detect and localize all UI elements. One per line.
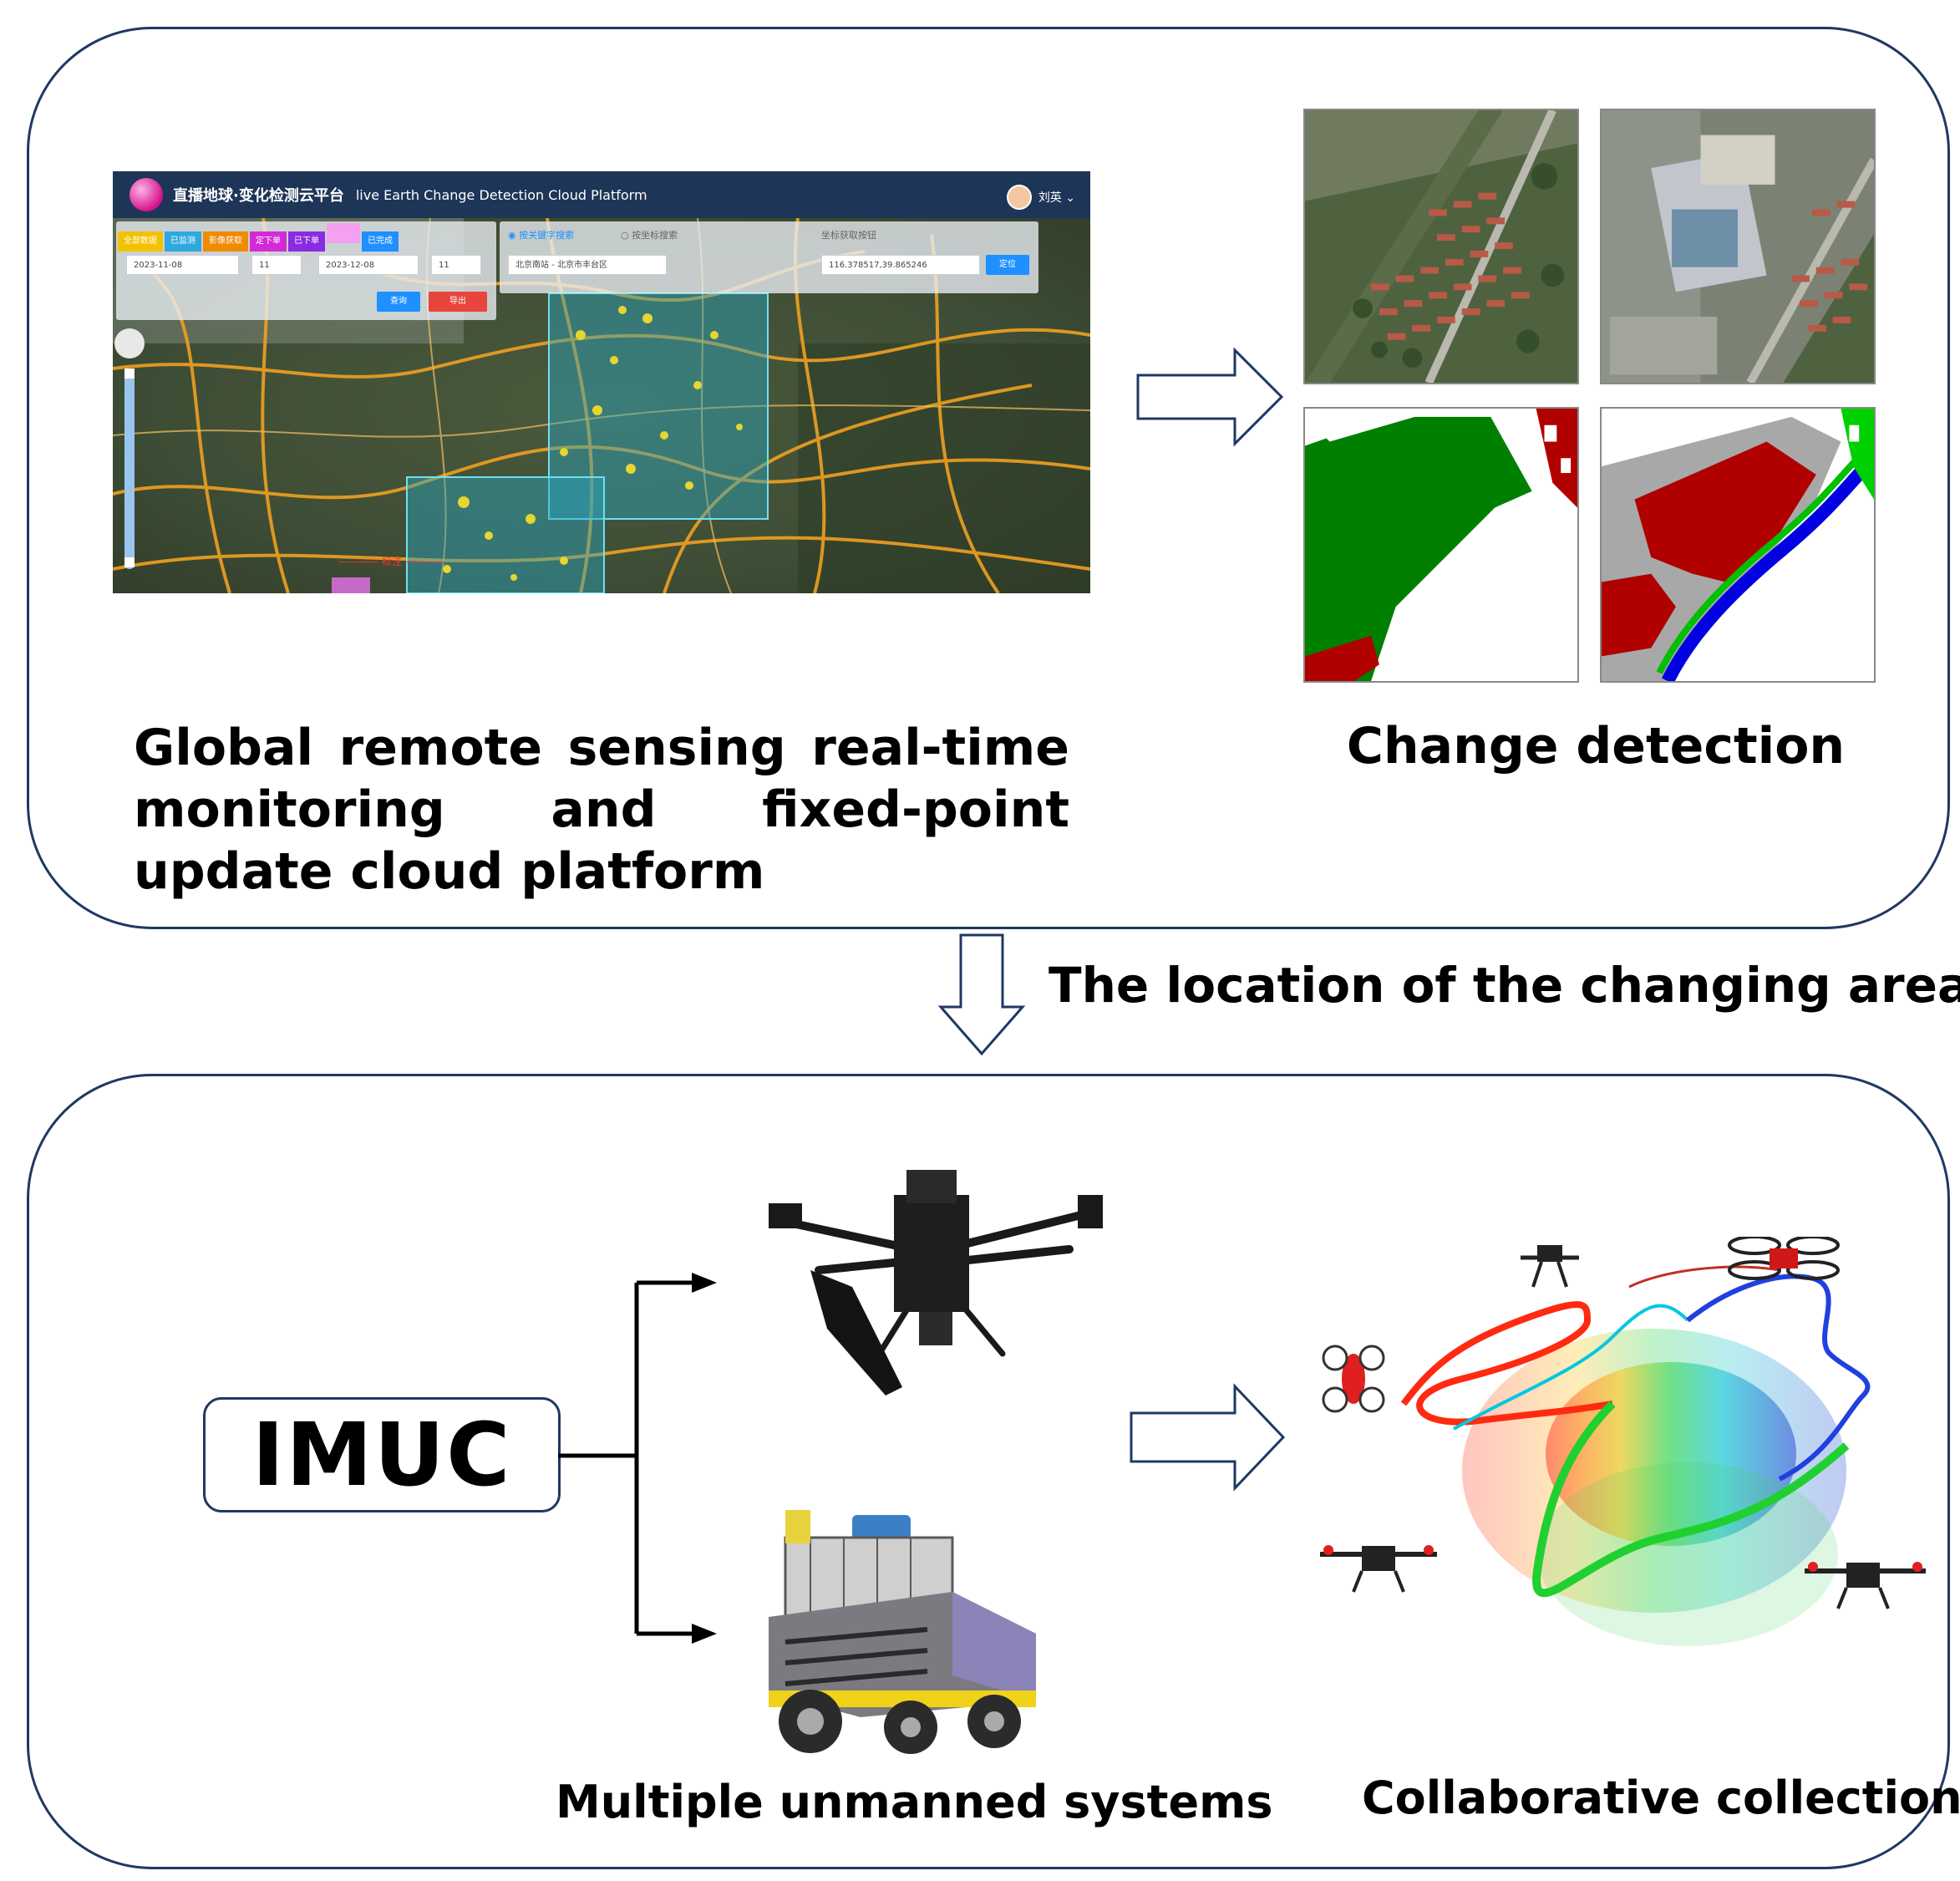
filter-panel: 全部数据已监测影像获取定下单已下单 已完成 2023-11-08 11 2023-…: [116, 221, 496, 320]
status-chip[interactable]: 已完成: [362, 231, 399, 252]
imuc-box: IMUC: [203, 1397, 561, 1512]
status-chip-row: 全部数据已监测影像获取定下单已下单 已完成: [118, 223, 400, 252]
coordinate-input[interactable]: 116.378517,39.865246: [821, 255, 980, 275]
export-button[interactable]: 导出: [429, 292, 487, 312]
platform-title-cn: 直播地球·变化检测云平台: [173, 187, 344, 205]
change-mask-after: [1600, 407, 1876, 683]
collaborative-collection-caption: Collaborative collection: [1362, 1772, 1960, 1824]
down-arrow-icon: [937, 933, 1026, 1056]
coordinate-label: 坐标获取按钮: [821, 230, 876, 241]
drone-quad-icon: [1728, 1237, 1840, 1280]
start-date-field[interactable]: 2023-11-08: [126, 255, 239, 275]
user-avatar-icon: [1006, 185, 1032, 210]
status-chip[interactable]: 全部数据: [118, 231, 163, 252]
user-name: 刘英 ⌄: [1038, 191, 1075, 205]
locate-button[interactable]: 定位: [986, 255, 1029, 275]
end-date-field[interactable]: 2023-12-08: [318, 255, 419, 275]
query-button[interactable]: 查询: [377, 292, 420, 312]
end-hour-field[interactable]: 11: [431, 255, 481, 275]
satellite-image-after: [1600, 109, 1876, 384]
drone-hexa-right-icon: [1805, 1562, 1926, 1609]
change-detection-caption: Change detection: [1346, 717, 1846, 775]
start-hour-field[interactable]: 11: [251, 255, 302, 275]
ground-robot-image: [769, 1510, 1036, 1754]
coordinate-search-radio[interactable]: ○ 按坐标搜索: [621, 230, 678, 241]
status-chip[interactable]: 已下单: [288, 231, 325, 252]
drone-red-icon: [1322, 1345, 1385, 1413]
svg-text:———— 标注 ————: ———— 标注 ————: [338, 555, 445, 567]
platform-logo-icon: [129, 178, 163, 211]
satellite-image-before: [1303, 109, 1579, 384]
status-chip[interactable]: 已监测: [165, 231, 201, 252]
platform-user-menu[interactable]: 刘英 ⌄: [1006, 185, 1075, 210]
status-chip[interactable]: 定下单: [250, 231, 287, 252]
collaborative-point-cloud: [1320, 1237, 1926, 1646]
change-location-caption: The location of the changing area: [1049, 957, 1960, 1014]
change-mask-before: [1303, 407, 1579, 683]
platform-header: 直播地球·变化检测云平台 live Earth Change Detection…: [113, 171, 1090, 218]
drone-hex-icon: [1521, 1245, 1579, 1288]
status-chip[interactable]: [327, 223, 360, 243]
keyword-search-radio[interactable]: ◉ 按关键字搜索: [508, 230, 575, 241]
drone-image: [769, 1170, 1103, 1395]
search-panel: ◉ 按关键字搜索 ○ 按坐标搜索 坐标获取按钮 北京南站 - 北京市丰台区 11…: [500, 221, 1038, 293]
platform-title-en: live Earth Change Detection Cloud Platfo…: [355, 186, 647, 203]
branch-connector: [558, 1273, 717, 1644]
right-arrow-icon-2: [1130, 1383, 1286, 1492]
multiple-systems-caption: Multiple unmanned systems: [556, 1776, 1273, 1828]
status-chip[interactable]: 影像获取: [203, 231, 248, 252]
drone-hexa-left-icon: [1320, 1545, 1437, 1593]
place-search-input[interactable]: 北京南站 - 北京市丰台区: [508, 255, 667, 275]
right-arrow-icon: [1136, 347, 1284, 447]
cloud-platform-caption: Global remote sensing real-time monitori…: [134, 719, 1069, 901]
cloud-platform-screenshot: 直播地球·变化检测云平台 live Earth Change Detection…: [113, 171, 1090, 593]
